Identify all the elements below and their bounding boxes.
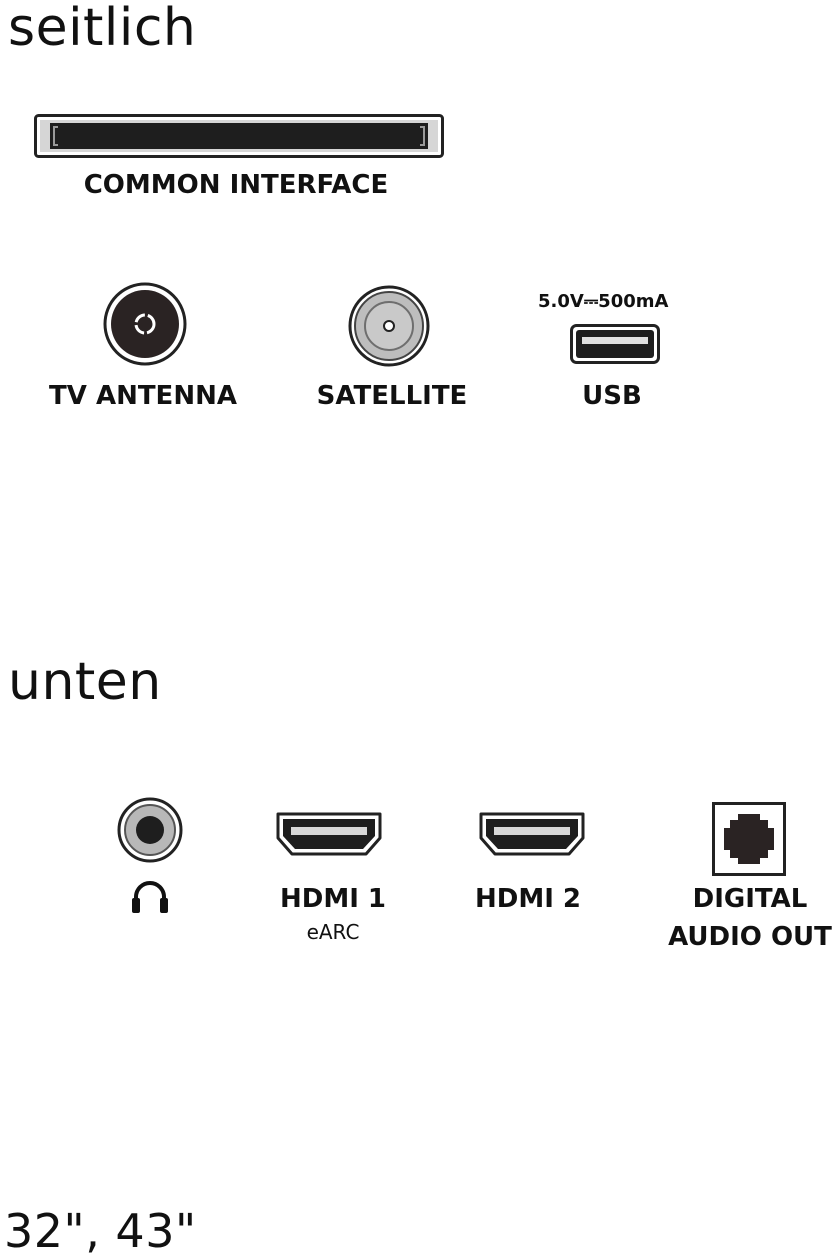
usb-label: USB	[582, 381, 642, 411]
screen-sizes: 32", 43"	[4, 1204, 197, 1258]
digital-audio-out-label-line2: AUDIO OUT	[668, 922, 832, 952]
headphones-icon	[132, 881, 168, 913]
hdmi2-label: HDMI 2	[474, 884, 582, 914]
section-heading-side: seitlich	[8, 0, 197, 58]
hdmi1-label: HDMI 1	[279, 884, 387, 914]
satellite-connector-icon	[348, 285, 430, 367]
hdmi-port-icon	[276, 812, 382, 856]
hdmi1-earc-label: eARC	[306, 920, 360, 944]
usb-port-icon	[570, 324, 660, 364]
ci-slot-icon	[34, 114, 444, 158]
optical-port-icon	[712, 802, 786, 876]
tv-antenna-label: TV ANTENNA	[49, 381, 237, 411]
antenna-connector-icon	[103, 282, 187, 366]
usb-power-spec: 5.0V⎓500mA	[538, 291, 669, 312]
audio-jack-icon	[117, 797, 183, 863]
satellite-label: SATELLITE	[316, 381, 468, 411]
section-heading-bottom: unten	[8, 652, 162, 712]
common-interface-label: COMMON INTERFACE	[83, 170, 389, 200]
digital-audio-out-label-line1: DIGITAL	[692, 884, 808, 914]
hdmi-port-icon	[479, 812, 585, 856]
